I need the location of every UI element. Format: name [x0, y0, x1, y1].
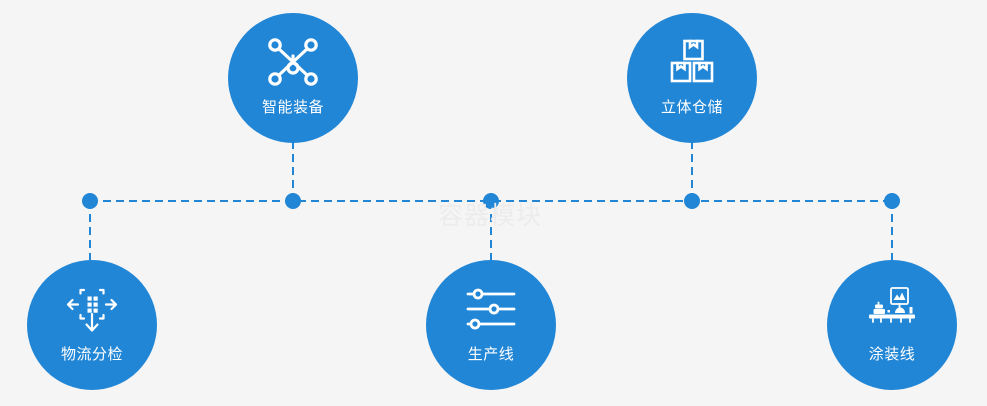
- workstation-icon: [866, 284, 918, 334]
- node-painting-line[interactable]: 涂装线: [827, 260, 957, 390]
- node-smart-equipment[interactable]: 智能装备: [228, 13, 358, 143]
- node-label: 物流分检: [60, 346, 123, 363]
- sliders-icon: [465, 284, 517, 334]
- sorting-arrows-icon: [66, 284, 118, 334]
- node-production-line[interactable]: 生产线: [426, 260, 556, 390]
- junction-dot-painting-line[interactable]: [884, 193, 900, 209]
- node-logistics-sorting[interactable]: 物流分检: [27, 260, 157, 390]
- node-label: 立体仓储: [660, 99, 723, 116]
- stacked-boxes-icon: [666, 37, 718, 87]
- node-stereoscopic-warehouse[interactable]: 立体仓储: [627, 13, 757, 143]
- junction-dot-warehouse[interactable]: [684, 193, 700, 209]
- junction-dot-production-line[interactable]: [483, 193, 499, 209]
- node-label: 涂装线: [868, 346, 916, 363]
- watermark-text: 容器模块: [437, 202, 542, 230]
- node-label: 生产线: [467, 346, 515, 363]
- network-nodes-icon: [267, 37, 319, 87]
- junction-dot-logistics-sorting[interactable]: [82, 193, 98, 209]
- junction-dot-smart-equipment[interactable]: [285, 193, 301, 209]
- node-label: 智能装备: [261, 99, 324, 116]
